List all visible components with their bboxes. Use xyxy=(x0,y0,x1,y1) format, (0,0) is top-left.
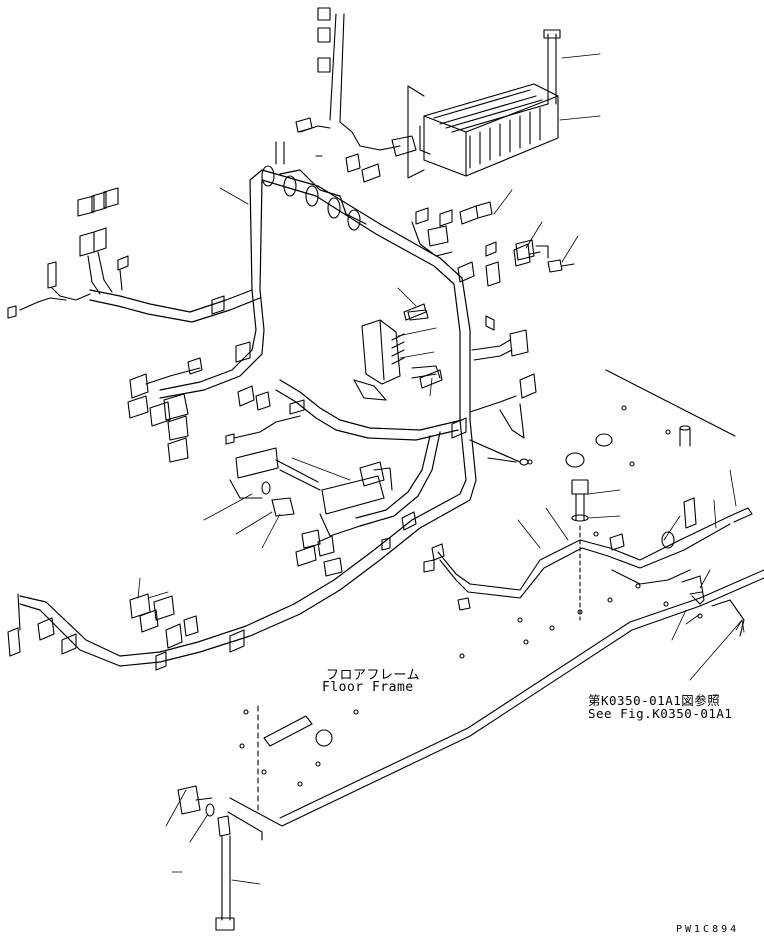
top-branch xyxy=(276,8,416,182)
reference-label-jp: 第K0350-01A1図参照 xyxy=(588,693,721,708)
trunk-clamps xyxy=(156,166,494,670)
right-floor-harness xyxy=(424,498,752,636)
floor-frame-label-jp: フロアフレーム xyxy=(326,668,421,683)
floor-frame-label-en: Floor Frame xyxy=(322,680,414,695)
left-connectors xyxy=(8,188,128,318)
drawing-code: PW1C894 xyxy=(676,924,740,935)
main-harness xyxy=(20,170,520,666)
bottom-left-connectors xyxy=(8,594,198,656)
mid-left-connectors xyxy=(128,358,202,462)
floor-frame-plate xyxy=(228,370,764,840)
reference-label-en: See Fig.K0350-01A1 xyxy=(588,706,733,721)
right-bolts xyxy=(516,240,588,620)
controller-box xyxy=(408,30,560,178)
center-connectors xyxy=(230,448,528,576)
ground-strap xyxy=(178,786,234,930)
ecu-bracket xyxy=(226,304,442,444)
leader-lines xyxy=(138,54,744,884)
right-connectors xyxy=(412,202,548,438)
left-bolts xyxy=(262,310,440,516)
